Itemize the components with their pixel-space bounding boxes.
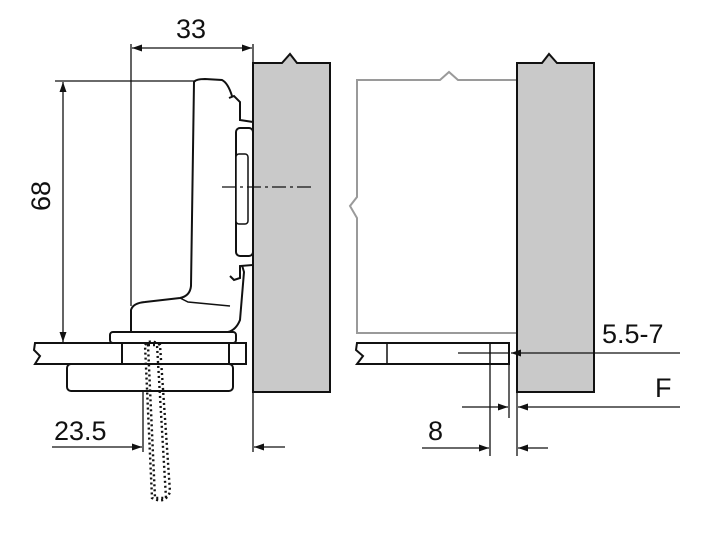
door-panel-right — [354, 342, 510, 365]
dimension-label-33: 33 — [176, 14, 206, 44]
screw-dotted — [146, 343, 168, 500]
mounting-plate-slot — [235, 153, 249, 225]
dimension-label-23-5: 23.5 — [54, 416, 107, 446]
hinge-cup-plate — [121, 343, 230, 364]
dimension-label-8: 8 — [428, 416, 443, 446]
dimension-label-f: F — [655, 373, 672, 403]
dimension-label-gap: 5.5-7 — [602, 319, 664, 349]
dimension-label-68: 68 — [26, 181, 56, 211]
screw-dotted-outer — [143, 340, 172, 502]
door-outline-ghost — [348, 70, 518, 334]
hinge-cup-base — [66, 363, 234, 392]
hinge-arm — [130, 77, 246, 333]
hinge-arm-ridge — [179, 297, 231, 307]
cabinet-side-panel-right — [516, 52, 595, 393]
cabinet-side-panel-left — [252, 52, 331, 393]
door-panel-left — [32, 342, 247, 365]
hinge-cup — [109, 331, 237, 344]
